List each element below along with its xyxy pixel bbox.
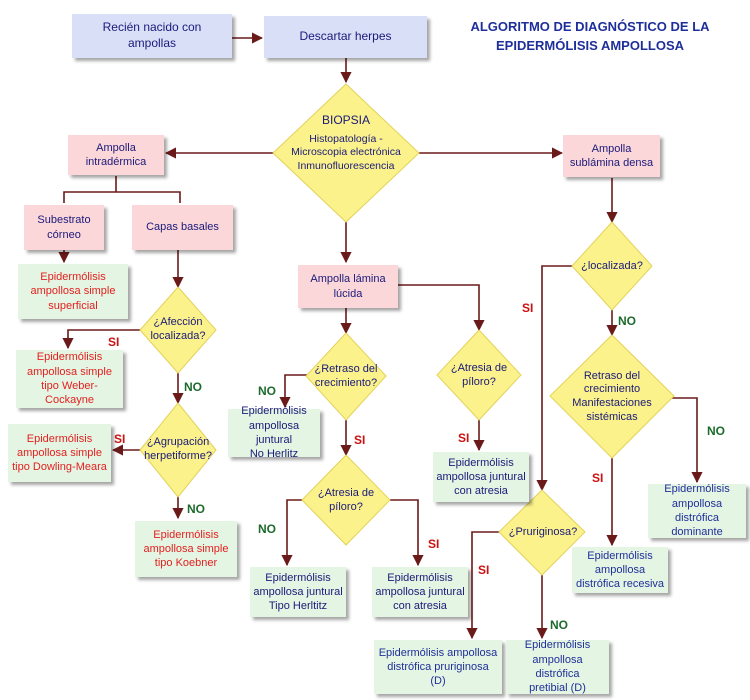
label-si-atresia-right: SI xyxy=(458,431,470,445)
arrow-atresia-center-to-atresia xyxy=(390,499,424,567)
label-no-atresia-center: NO xyxy=(258,522,276,536)
label-no-retraso-manif: NO xyxy=(707,424,725,438)
label-si-agrupacion: SI xyxy=(114,432,126,446)
herpes-box: Descartar herpes xyxy=(264,16,427,58)
diamond-agrupacion xyxy=(139,402,217,498)
intradermica-box: Ampolla intradérmica xyxy=(68,135,164,175)
ead-dominante-box: Epidermólisis ampollosa distrófica domin… xyxy=(648,483,746,538)
q-retraso-manif-text: Retraso del crecimiento Manifestaciones … xyxy=(572,369,652,423)
arrow-retraso-to-noherlitz xyxy=(279,374,308,409)
diamond-atresia-right xyxy=(436,329,522,421)
label-si-retraso-manif: SI xyxy=(592,471,604,485)
eas-superficial-box: Epidermólisis ampollosa simple superfici… xyxy=(18,264,128,319)
eas-koebner-box: Epidermólisis ampollosa simple tipo Koeb… xyxy=(135,521,237,577)
capas-basales-box: Capas basales xyxy=(132,205,233,250)
estrato-box: Subestrato córneo xyxy=(24,205,104,250)
eaj-herltitz-box: Epidermólisis ampollosa juntural Tipo He… xyxy=(250,567,346,617)
ead-recesiva-box: Epidermólisis ampollosa distrófica reces… xyxy=(572,547,668,593)
arrow-retraso-manif-to-dominante xyxy=(672,397,703,484)
diamond-atresia-center xyxy=(301,454,391,546)
page-title: ALGORITMO DE DIAGNÓSTICO DE LA EPIDERMÓL… xyxy=(470,19,710,53)
label-si-retraso: SI xyxy=(354,433,366,447)
q-pruriginosa-text: ¿Pruriginosa? xyxy=(508,526,578,539)
label-no-agrupacion: NO xyxy=(187,502,205,516)
arrow-localizada-to-pruriginosa xyxy=(536,265,572,492)
diamond-pruriginosa xyxy=(498,489,586,576)
diamond-retraso-manif xyxy=(549,334,675,459)
q-atresia-center-text: ¿Atresia de píloro? xyxy=(317,487,375,513)
diamond-retraso xyxy=(305,332,387,421)
ead-pruriginosa-box: Epidermólisis ampollosa distrófica pruri… xyxy=(374,640,502,694)
label-no-pruriginosa: NO xyxy=(550,618,568,632)
arrow-lamina-to-atresia-right xyxy=(398,284,485,332)
eas-weber-box: Epidermólisis ampollosa simple tipo Webe… xyxy=(16,350,123,408)
label-si-localizada: SI xyxy=(522,301,534,315)
q-agrupacion-text: ¿Agrupación herpetiforme? xyxy=(144,436,212,462)
label-si-atresia-center: SI xyxy=(428,537,440,551)
start-box: Recién nacido con ampollas xyxy=(72,14,232,58)
sublamina-box: Ampolla sublámina densa xyxy=(563,135,660,177)
arrow-atresia-center-to-herltitz xyxy=(281,499,303,567)
q-afeccion-text: ¿Afección localizada? xyxy=(150,316,206,342)
lamina-lucida-box: Ampolla lámina lúcida xyxy=(298,265,398,308)
biopsia-title: BIOPSIA xyxy=(321,112,371,127)
q-atresia-right-text: ¿Atresia de píloro? xyxy=(450,362,508,388)
arrow-afeccion-to-weber xyxy=(62,329,140,350)
eaj-no-herlitz-box: Epidermólisis ampollosa juntural No Herl… xyxy=(228,405,320,460)
ead-pretibial-box: Epidermólisis ampollosa distrófica preti… xyxy=(506,639,609,694)
diamond-localizada xyxy=(571,221,653,311)
label-no-localizada: NO xyxy=(618,314,636,328)
biopsia-detail: Histopatología - Microscopia electrónica… xyxy=(291,133,401,172)
label-si-pruriginosa: SI xyxy=(478,563,490,577)
eaj-atresia-center-box: Epidermólisis ampollosa juntural con atr… xyxy=(372,567,468,617)
q-retraso-text: ¿Retraso del crecimiento? xyxy=(314,363,378,389)
label-no-retraso: NO xyxy=(258,384,276,398)
label-no-afeccion: NO xyxy=(184,380,202,394)
arrow-pruriginosa-to-pruriginosa-result xyxy=(466,531,500,640)
q-localizada-text: ¿localizada? xyxy=(581,260,643,273)
arrow-intradermica-to-branches xyxy=(63,176,181,203)
label-si-afeccion: SI xyxy=(108,335,120,349)
diamond-afeccion xyxy=(139,286,217,374)
eaj-atresia-right-box: Epidermólisis ampollosa juntural con atr… xyxy=(433,452,529,502)
eas-dowling-box: Epidermólisis ampollosa simple tipo Dowl… xyxy=(8,424,111,482)
diamond-biopsia xyxy=(272,83,420,223)
